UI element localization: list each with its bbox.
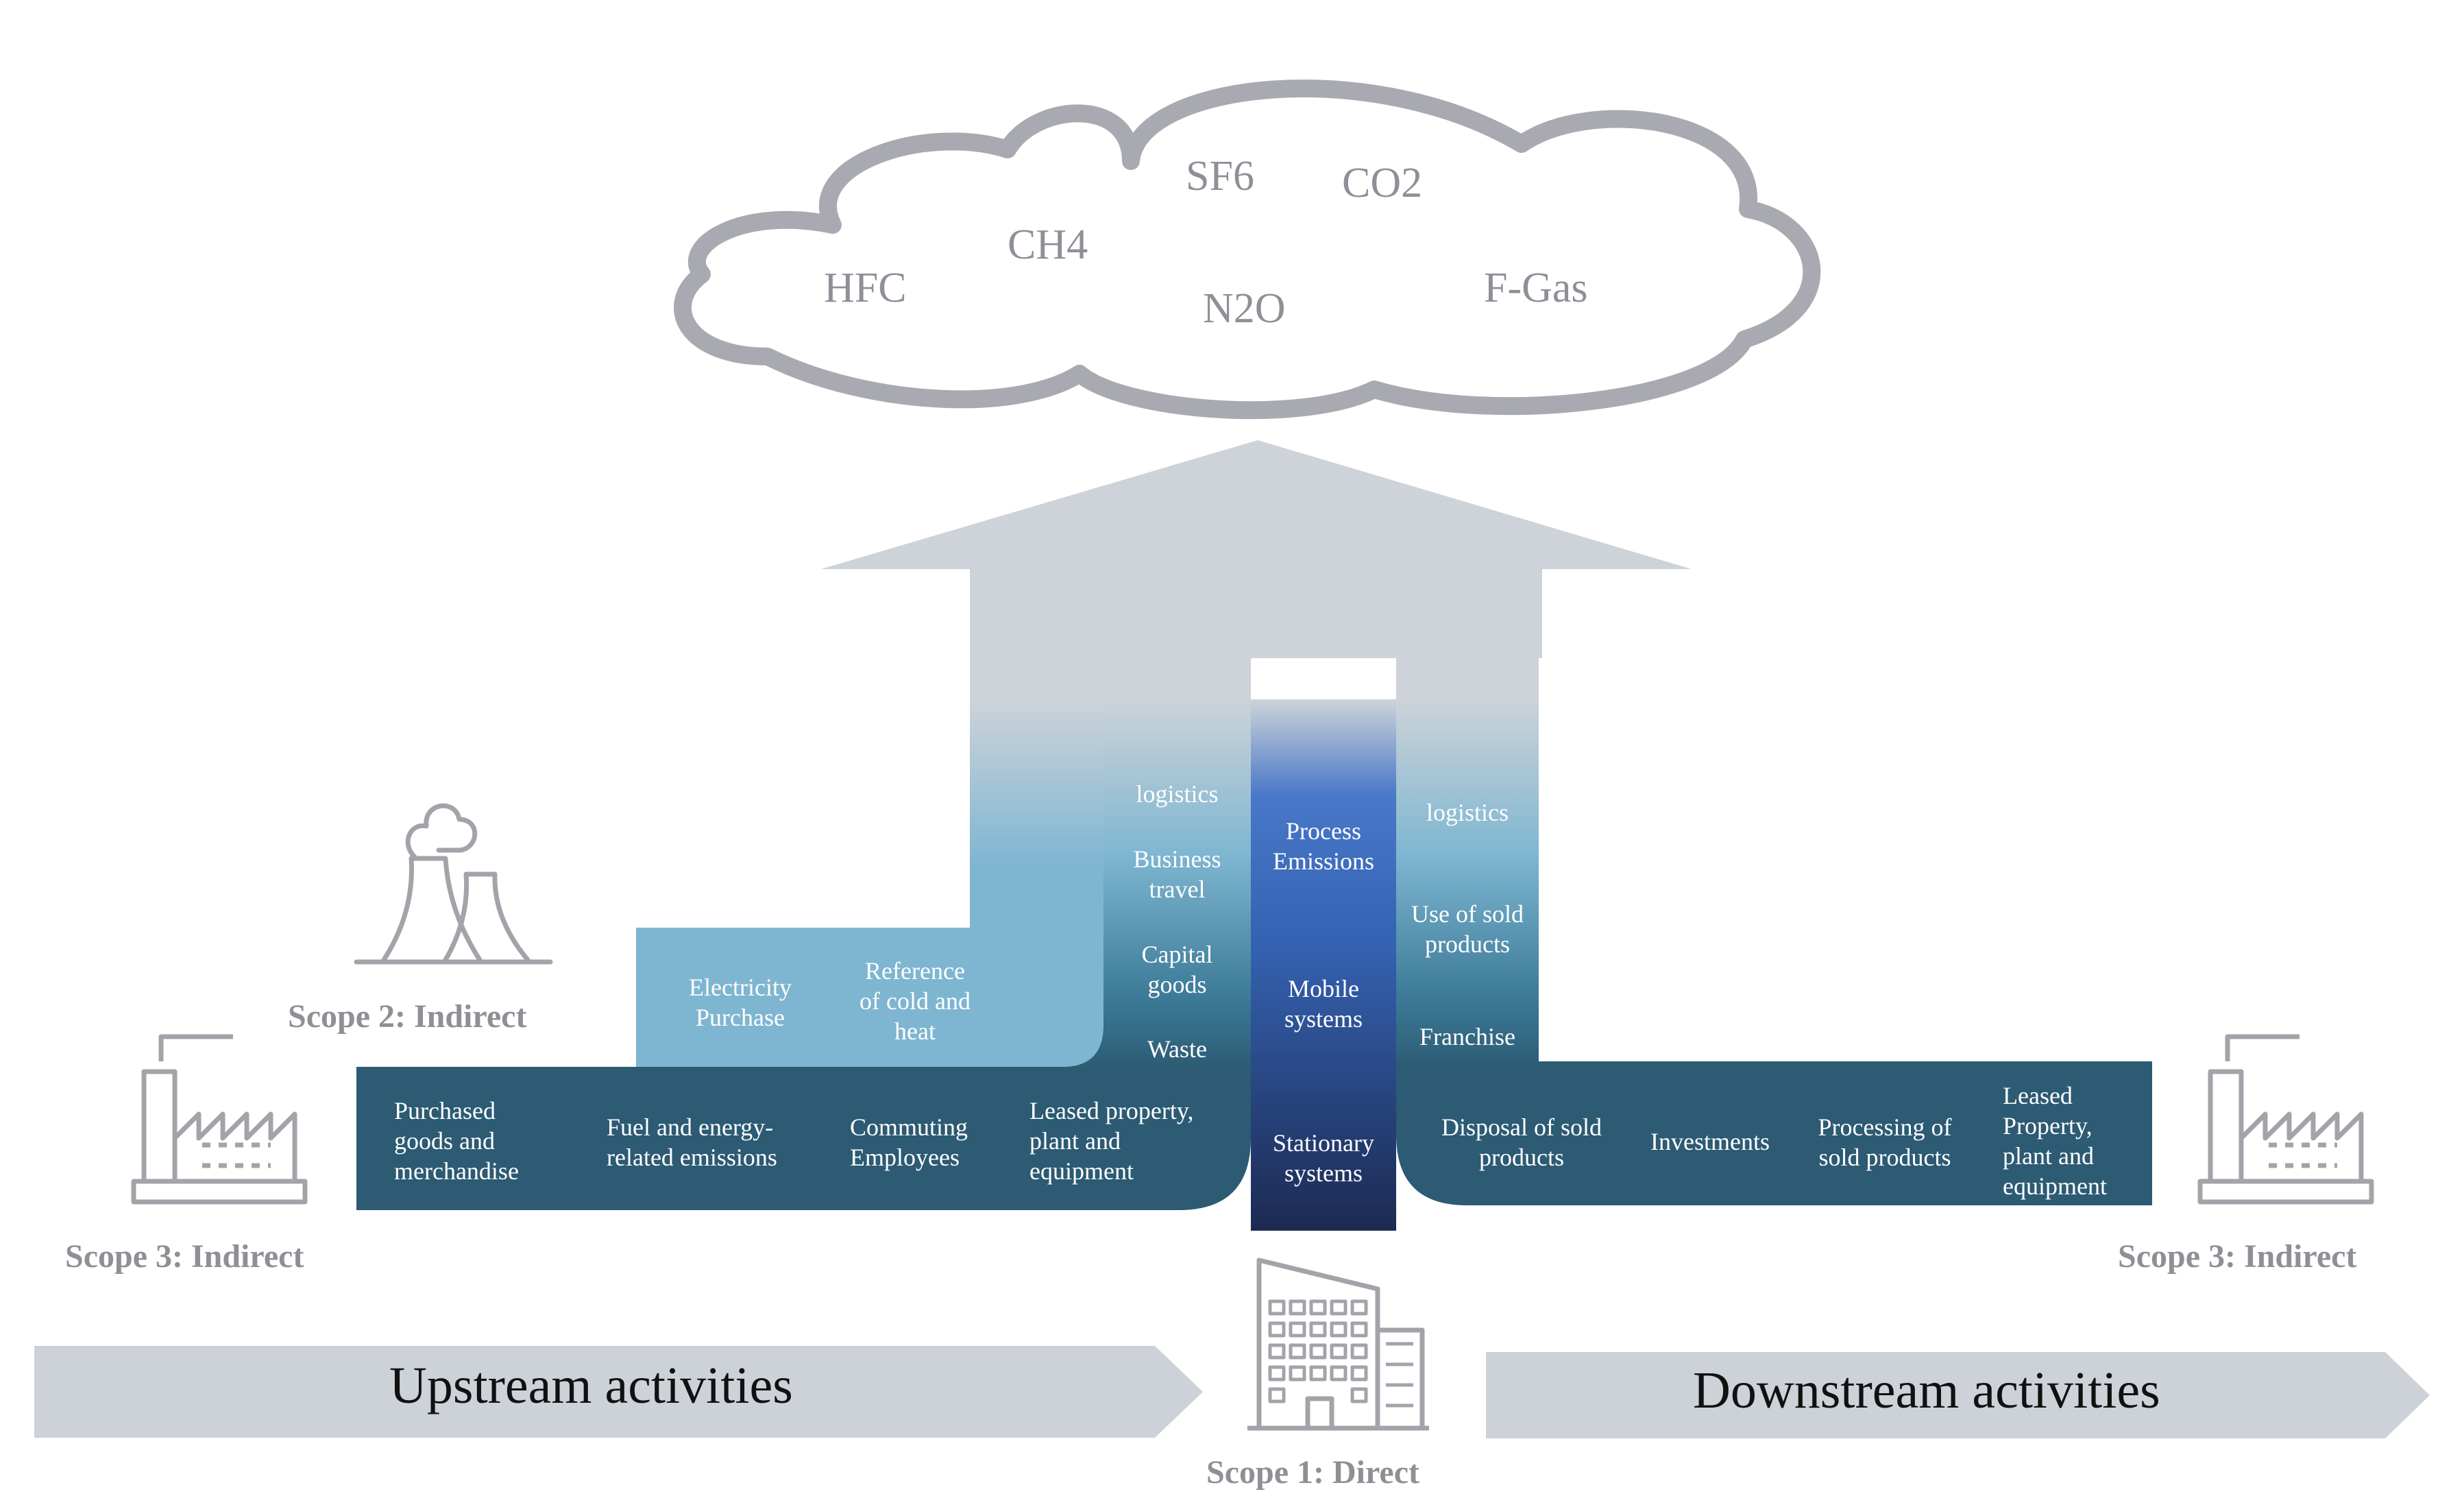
purchased-goods-label: Purchased goods and merchandise <box>394 1097 519 1185</box>
scope1-column <box>1251 699 1396 1231</box>
reference-cold-heat-label: Reference of cold and heat <box>859 957 971 1045</box>
disposal-sold-products-label: Disposal of sold products <box>1441 1113 1602 1171</box>
downstream-activities-label: Downstream activities <box>1693 1362 2160 1419</box>
investments-label: Investments <box>1650 1128 1770 1155</box>
gas-label-sf6: SF6 <box>1186 153 1254 200</box>
office-building-icon <box>1247 1257 1429 1431</box>
upstream-band <box>34 1346 1203 1438</box>
scope3-left-label: Scope 3: Indirect <box>65 1238 304 1275</box>
upstream-column <box>1103 658 1251 1042</box>
upstream-activities-label: Upstream activities <box>389 1357 793 1414</box>
gas-label-fgas: F-Gas <box>1484 265 1588 311</box>
use-of-sold-products-label: Use of sold products <box>1411 900 1524 958</box>
emissions-arrow <box>821 440 1692 658</box>
factory-icon-right <box>2197 1034 2374 1205</box>
factory-icon-left <box>131 1034 308 1205</box>
mobile-systems-label: Mobile systems <box>1284 975 1363 1033</box>
gas-label-hfc: HFC <box>824 265 907 311</box>
upstream-leased-property-label: Leased property, plant and equipment <box>1029 1097 1194 1185</box>
scope1-label: Scope 1: Direct <box>1206 1454 1420 1491</box>
capital-goods-label: Capital goods <box>1141 941 1213 998</box>
downstream-row <box>1539 1061 2152 1205</box>
business-travel-label: Business travel <box>1133 845 1221 903</box>
franchise-label: Franchise <box>1419 1023 1515 1050</box>
upstream-logistics-label: logistics <box>1136 780 1219 808</box>
scope3-right-label: Scope 3: Indirect <box>2118 1238 2357 1275</box>
process-emissions-label: Process Emissions <box>1272 817 1375 875</box>
gas-label-ch4: CH4 <box>1008 221 1088 268</box>
scope2-block <box>636 658 1103 1067</box>
upstream-block <box>356 699 1251 1210</box>
downstream-logistics-label: logistics <box>1426 799 1509 826</box>
scope2-label: Scope 2: Indirect <box>288 998 527 1035</box>
cloud-shape <box>674 80 1821 420</box>
downstream-leased-property-label: Leased Property, plant and equipment <box>2003 1082 2107 1200</box>
downstream-band <box>1486 1352 2430 1438</box>
fuel-energy-label: Fuel and energy- related emissions <box>607 1113 777 1171</box>
power-plant-icon <box>354 803 553 965</box>
stationary-systems-label: Stationary systems <box>1273 1129 1374 1187</box>
processing-sold-products-label: Processing of sold products <box>1818 1113 1952 1171</box>
gas-label-co2: CO2 <box>1342 160 1423 206</box>
commuting-employees-label: Commuting Employees <box>850 1113 968 1171</box>
electricity-purchase-label: Electricity Purchase <box>689 974 792 1031</box>
gas-label-n2o: N2O <box>1203 285 1286 332</box>
waste-label: Waste <box>1147 1035 1208 1063</box>
